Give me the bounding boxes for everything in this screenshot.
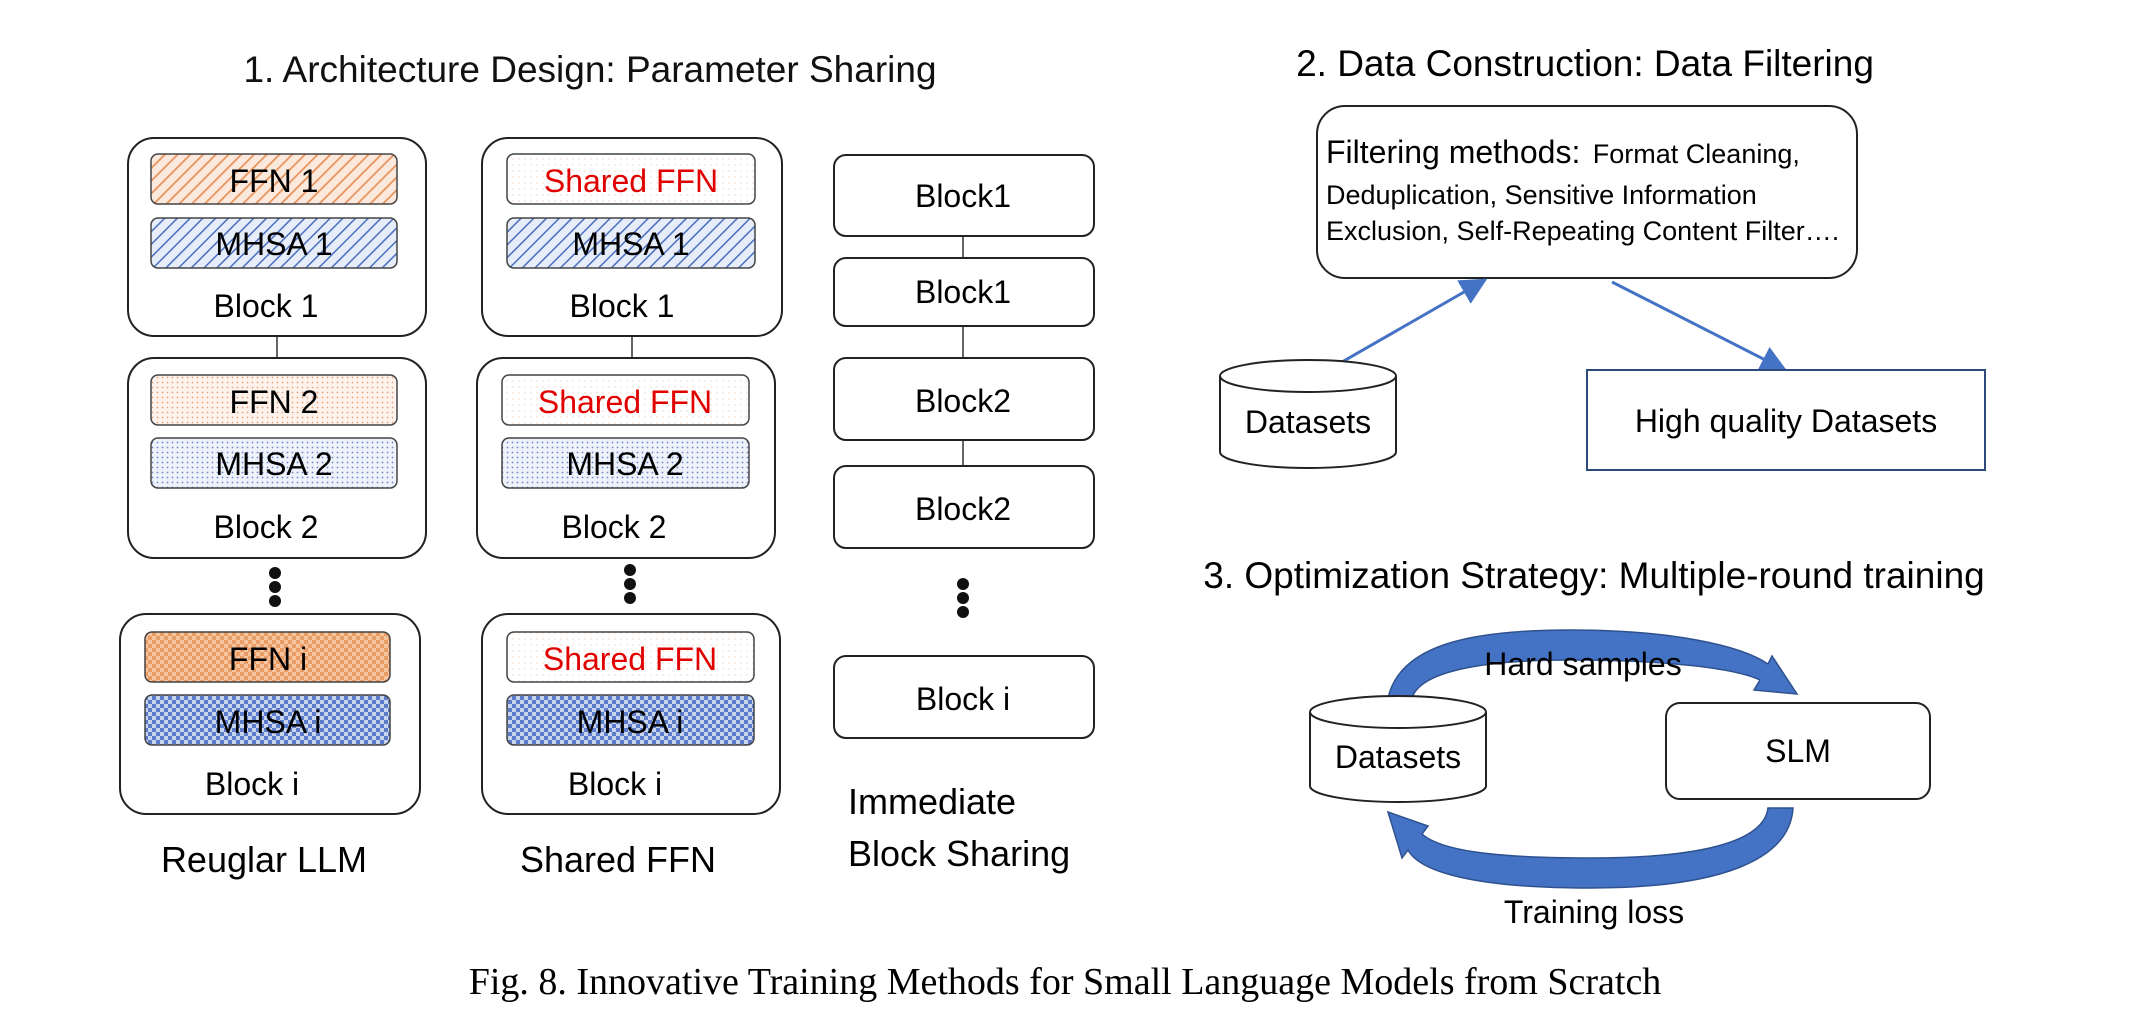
mhsa-2-box bbox=[150, 437, 398, 489]
ffn-1-box bbox=[150, 153, 398, 205]
shared-ffn-1-box bbox=[506, 153, 756, 205]
shared-mhsa-2-box bbox=[501, 437, 750, 489]
shared-block-1-label: Block 1 bbox=[570, 288, 675, 324]
shared-ffn-1-label: Shared FFN bbox=[544, 163, 718, 199]
filtering-methods-box: Filtering methods: Format Cleaning, Dedu… bbox=[1316, 105, 1858, 279]
filtering-methods-first: Format Cleaning, bbox=[1593, 139, 1800, 169]
immediate-block-1a bbox=[833, 154, 1095, 237]
immediate-block-1b-label: Block1 bbox=[915, 274, 1011, 310]
ffn-i-box bbox=[144, 631, 391, 683]
immediate-block-1b bbox=[833, 257, 1095, 327]
block-2-label: Block 2 bbox=[214, 509, 319, 545]
shared-ffn-i-label: Shared FFN bbox=[543, 641, 717, 677]
immediate-block-2b-label: Block2 bbox=[915, 491, 1011, 527]
immediate-caption-line2: Block Sharing bbox=[848, 833, 1070, 874]
shared-mhsa-i-label: MHSA i bbox=[577, 704, 684, 740]
shared-ffn-caption: Shared FFN bbox=[520, 839, 716, 880]
mhsa-1-label: MHSA 1 bbox=[215, 226, 332, 262]
ffn-i-label: FFN i bbox=[229, 641, 307, 677]
immediate-block-2a-label: Block2 bbox=[915, 383, 1011, 419]
section1-title: 1. Architecture Design: Parameter Sharin… bbox=[243, 49, 936, 90]
immediate-block-i-label: Block i bbox=[916, 681, 1010, 717]
slm-label: SLM bbox=[1765, 733, 1831, 769]
shared-mhsa-i-box bbox=[506, 694, 755, 746]
shared-mhsa-1-label: MHSA 1 bbox=[572, 226, 689, 262]
high-quality-datasets-box bbox=[1586, 369, 1986, 471]
immediate-block-2a bbox=[833, 357, 1095, 441]
hard-samples-arrow bbox=[1387, 629, 1799, 699]
section2-title: 2. Data Construction: Data Filtering bbox=[1296, 43, 1874, 84]
figure-caption: Fig. 8. Innovative Training Methods for … bbox=[469, 961, 1662, 1003]
block-1-label: Block 1 bbox=[214, 288, 319, 324]
filter-to-high-quality-arrow bbox=[1611, 280, 1788, 372]
training-loss-label: Training loss bbox=[1504, 894, 1684, 930]
section3-title: 3. Optimization Strategy: Multiple-round… bbox=[1203, 555, 1984, 596]
shared-block-i-label: Block i bbox=[568, 766, 662, 802]
filtering-methods-line2: Deduplication, Sensitive Information bbox=[1326, 180, 1757, 210]
mhsa-2-label: MHSA 2 bbox=[215, 446, 332, 482]
ffn-2-box bbox=[150, 374, 398, 426]
ellipsis-icon bbox=[957, 578, 969, 618]
regular-llm-caption: Reuglar LLM bbox=[161, 839, 367, 880]
immediate-block-1a-label: Block1 bbox=[915, 178, 1011, 214]
immediate-caption-line1: Immediate bbox=[848, 781, 1016, 822]
shared-mhsa-1-box bbox=[506, 217, 756, 269]
datasets-cylinder-2: Datasets bbox=[1309, 695, 1487, 803]
regular-llm-column: FFN 1 MHSA 1 Block 1 FFN 2 MHSA 2 Block … bbox=[119, 137, 427, 880]
slm-box bbox=[1665, 702, 1931, 800]
filtering-methods-line1: Filtering methods: Format Cleaning, bbox=[1326, 134, 1800, 170]
filtering-methods-line3: Exclusion, Self-Repeating Content Filter… bbox=[1326, 216, 1839, 246]
immediate-sharing-column: Block1 Block1 Block2 Block2 Block i Imme… bbox=[833, 154, 1095, 874]
ellipsis-icon bbox=[624, 564, 636, 604]
ellipsis-icon bbox=[269, 567, 281, 607]
mhsa-i-box bbox=[144, 694, 391, 746]
mhsa-i-label: MHSA i bbox=[215, 704, 322, 740]
ffn-2-label: FFN 2 bbox=[230, 384, 319, 420]
high-quality-datasets-label: High quality Datasets bbox=[1635, 403, 1937, 439]
datasets-label-2: Datasets bbox=[1335, 739, 1461, 775]
shared-ffn-i-box bbox=[506, 631, 755, 683]
shared-mhsa-2-label: MHSA 2 bbox=[566, 446, 683, 482]
ffn-1-label: FFN 1 bbox=[230, 163, 319, 199]
filtering-methods-heading: Filtering methods: bbox=[1326, 134, 1580, 170]
immediate-block-i bbox=[833, 655, 1095, 739]
shared-ffn-2-label: Shared FFN bbox=[538, 384, 712, 420]
shared-ffn-2-box bbox=[501, 374, 750, 426]
datasets-label: Datasets bbox=[1245, 404, 1371, 440]
mhsa-1-box bbox=[150, 217, 398, 269]
shared-ffn-column: Shared FFN MHSA 1 Block 1 Shared FFN MHS… bbox=[476, 137, 783, 880]
hard-samples-label: Hard samples bbox=[1484, 646, 1681, 682]
block-i-label: Block i bbox=[205, 766, 299, 802]
immediate-block-2b bbox=[833, 465, 1095, 549]
datasets-to-filter-arrow bbox=[1334, 278, 1488, 368]
datasets-cylinder: Datasets bbox=[1219, 359, 1397, 469]
shared-block-2-label: Block 2 bbox=[562, 509, 667, 545]
training-loss-arrow bbox=[1386, 807, 1794, 889]
